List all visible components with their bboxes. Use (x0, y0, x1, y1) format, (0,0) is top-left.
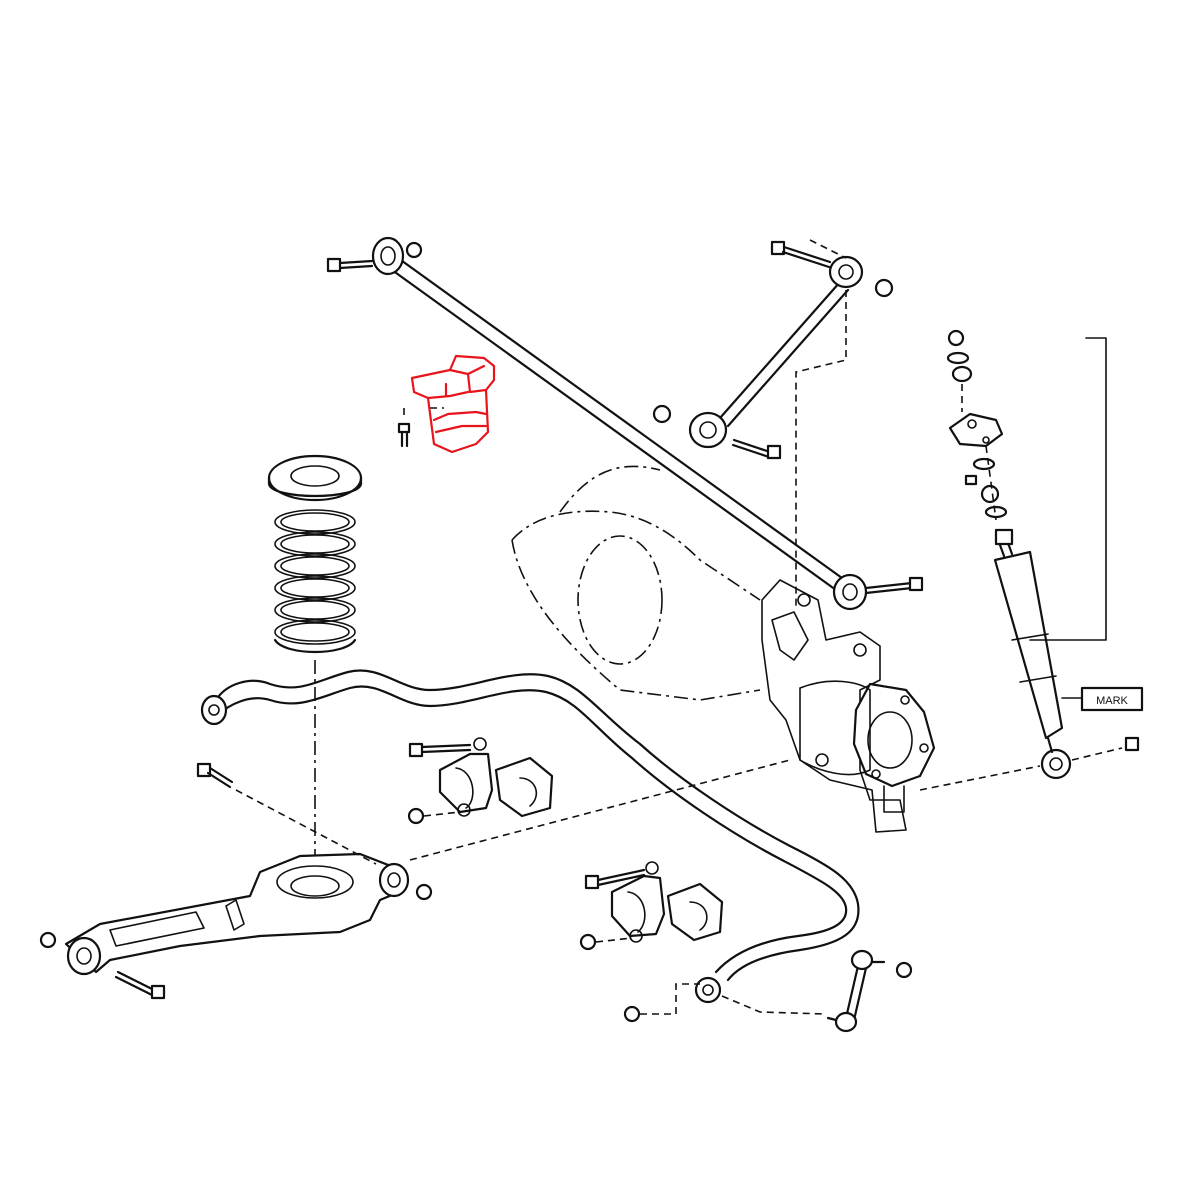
shock-lower-bolt (919, 736, 1140, 791)
mark-callout: MARK (1061, 686, 1144, 712)
arm-nut-top (874, 278, 894, 298)
upper-control-arm (688, 255, 864, 449)
shock-bracket-line (1029, 337, 1107, 641)
lateral-control-rod (371, 236, 868, 611)
lower-control-arm (64, 852, 410, 976)
rod-bolt-left (326, 257, 374, 273)
coil-spring (273, 509, 357, 654)
stabilizer-bushing-upper (494, 756, 554, 818)
arm-bolt-top (770, 240, 832, 269)
assembly-lines-upper (430, 239, 847, 610)
lower-arm-bolt-rear (196, 762, 433, 901)
arm-nut-lower (652, 404, 672, 424)
hub-flange (799, 680, 936, 813)
bracket-bolt-lower (579, 868, 646, 951)
lower-arm-bolt-front (39, 931, 166, 1000)
stabilizer-bracket-upper (438, 737, 494, 817)
shock-absorber (993, 528, 1072, 780)
stabilizer-bracket-lower (610, 861, 666, 943)
highlighted-bracket-part (410, 354, 496, 454)
bracket-bolt-upper (407, 742, 472, 825)
rod-bolt-right (864, 576, 924, 595)
mark-label: MARK (1096, 695, 1128, 707)
axle-carrier (761, 579, 907, 833)
axle-beam-outline (511, 465, 761, 701)
stabilizer-bar (200, 669, 860, 1004)
stabilizer-link (623, 949, 913, 1033)
rod-nut-top (405, 241, 423, 259)
stabilizer-bushing-lower (666, 882, 724, 942)
bracket-bolt (397, 408, 411, 448)
assembly-line-arm-to-carrier (409, 759, 791, 861)
arm-bolt-lower (731, 438, 782, 460)
spring-insulator (267, 454, 363, 502)
shock-mount-stack (946, 329, 1008, 521)
